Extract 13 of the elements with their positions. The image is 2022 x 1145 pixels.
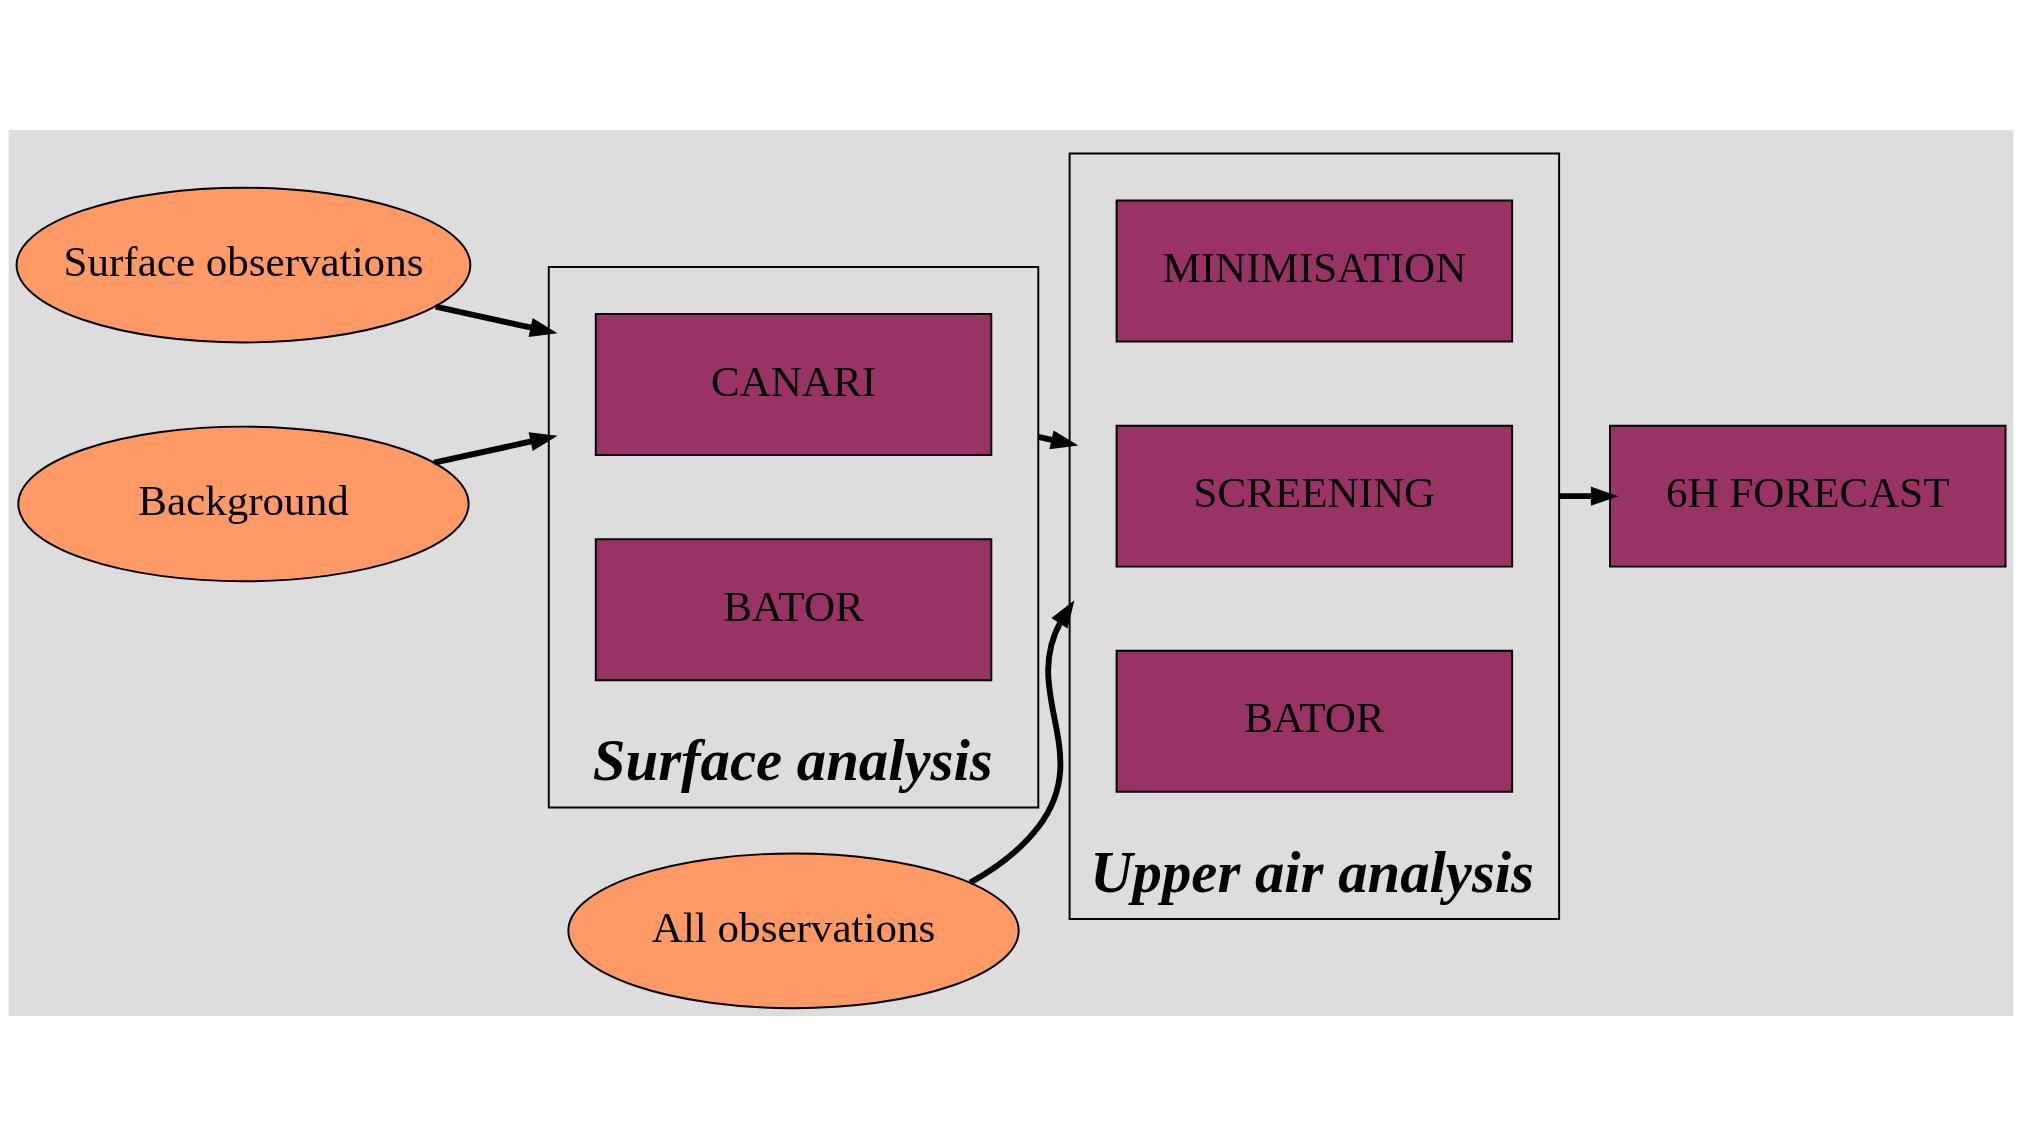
arrow: [1559, 486, 1619, 506]
node-box: 6H FORECAST: [1609, 424, 2007, 568]
arrow: [433, 431, 558, 466]
node-ellipse: Surface observations: [15, 186, 472, 343]
node-ellipse: All observations: [567, 852, 1020, 1009]
arrow: [435, 303, 558, 337]
arrow: [968, 599, 1075, 885]
node-box: BATOR: [594, 537, 993, 681]
node-box: MINIMISATION: [1115, 199, 1514, 342]
node-ellipse: Background: [17, 425, 470, 582]
node-box: SCREENING: [1115, 424, 1514, 568]
node-box: CANARI: [594, 312, 993, 456]
node-box: BATOR: [1115, 649, 1514, 793]
